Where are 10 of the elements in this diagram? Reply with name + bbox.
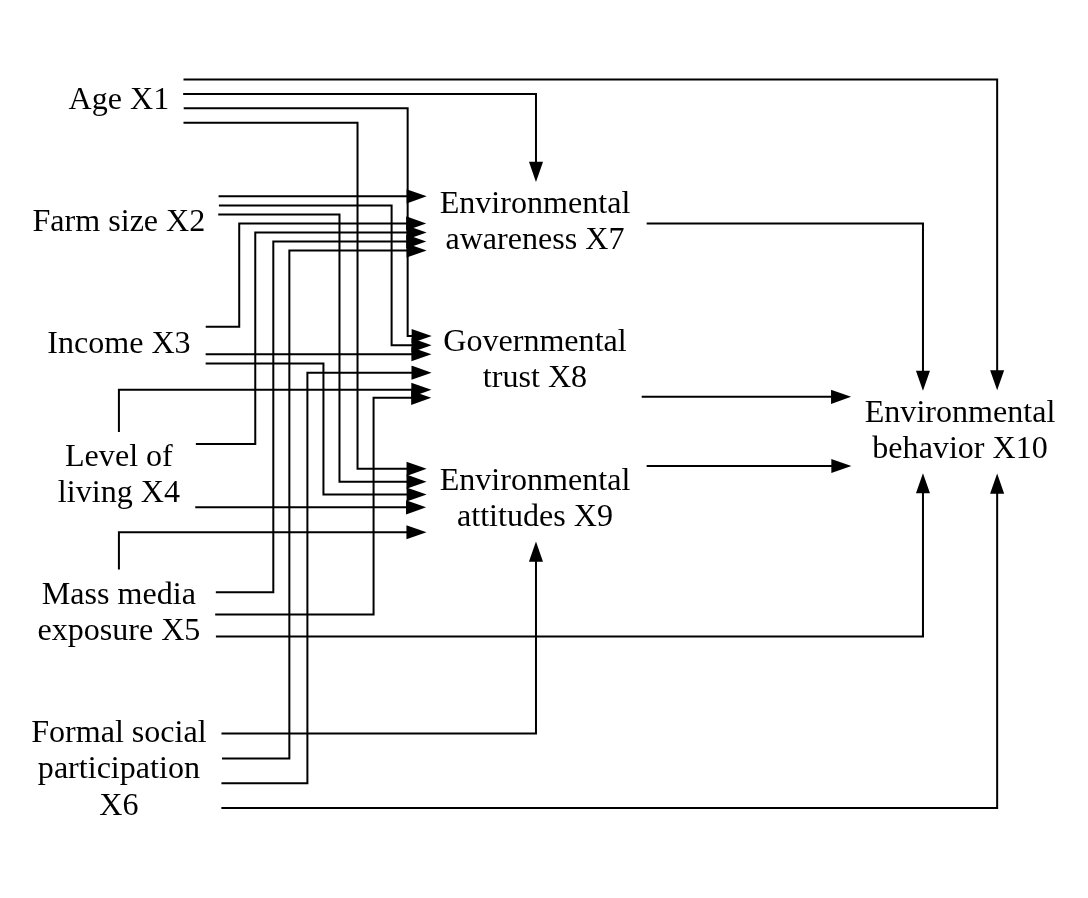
node-text: Environmental behavior X10	[864, 392, 1056, 465]
node-text: Environmental awareness X7	[439, 184, 631, 257]
node-text: Age X1	[68, 79, 170, 116]
node-text: Income X3	[47, 324, 191, 361]
node-text: Environmental attitudes X9	[439, 460, 631, 533]
node-text: Farm size X2	[32, 202, 206, 239]
node-text: Formal social participation X6	[31, 713, 207, 822]
node-text: Governmental trust X8	[443, 322, 627, 395]
node-text: Level of living X4	[57, 436, 180, 509]
node-text: Mass media exposure X5	[37, 575, 201, 648]
